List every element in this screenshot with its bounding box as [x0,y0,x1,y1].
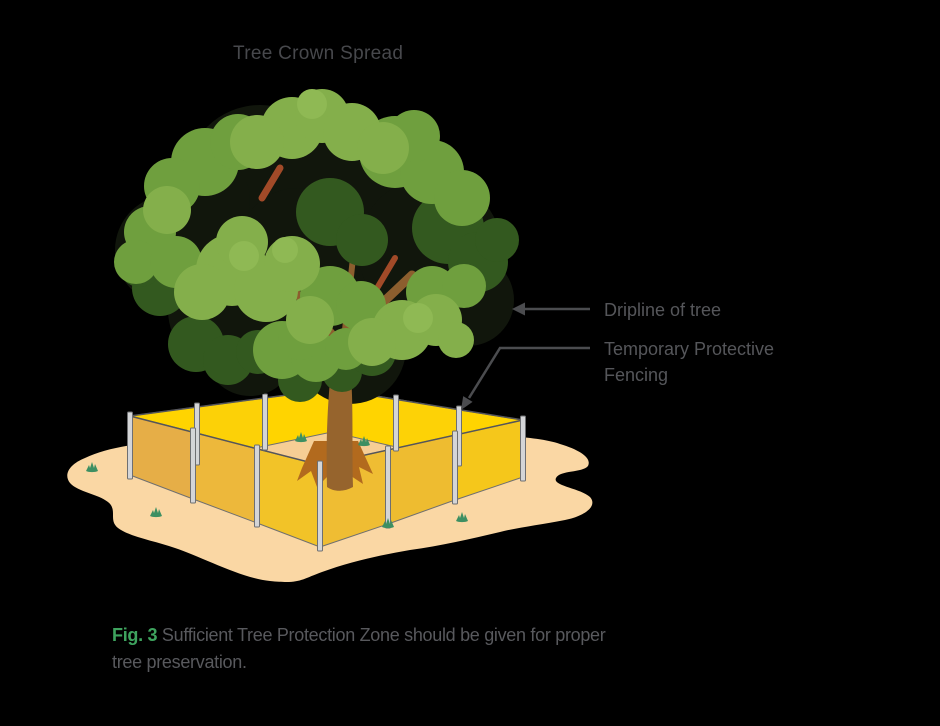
fencing-label-line1: Temporary Protective [604,339,775,359]
figure-caption: Fig. 3 Sufficient Tree Protection Zone s… [112,622,752,676]
fence-post-front [317,460,323,552]
fencing-leader-line [461,346,590,410]
annotations [461,302,590,410]
dripline-label: Dripline of tree [604,300,722,320]
tree-canopy-highlights [229,89,433,333]
caption-line1: Sufficient Tree Protection Zone should b… [161,625,606,645]
fencing-label-line2: Fencing [604,365,669,385]
diagram-title: Tree Crown Spread [233,43,404,64]
caption-line2: tree preservation. [112,652,247,672]
arrowhead-downleft-icon [461,396,473,410]
fencing-label: Temporary Protective Fencing [604,336,834,388]
tree [114,89,519,491]
dripline-arrow [512,302,590,316]
figure-number: Fig. 3 [112,625,158,645]
arrowhead-left-icon [512,302,525,316]
